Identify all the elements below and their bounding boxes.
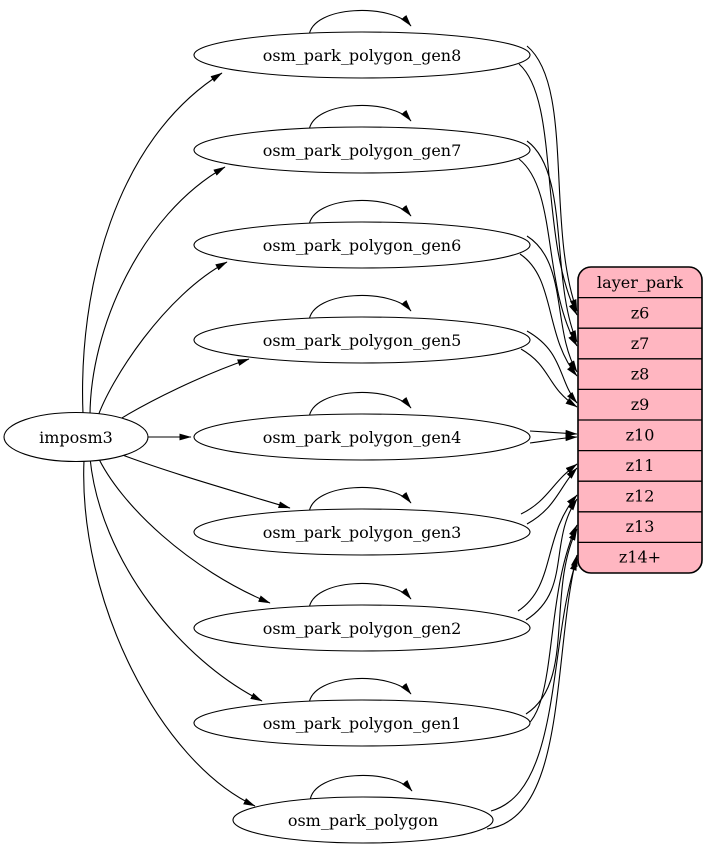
table-label-gen6: osm_park_polygon_gen6 bbox=[263, 236, 462, 255]
layer-park-node: layer_park z6 z7 z8 z9 z10 z11 z12 z13 z… bbox=[577, 266, 703, 574]
imposm3-ellipse bbox=[3, 411, 149, 463]
table-label-gen2: osm_park_polygon_gen2 bbox=[263, 619, 462, 638]
self-loop-gen2 bbox=[308, 583, 412, 610]
edge-gen1-z13-1 bbox=[525, 528, 578, 715]
self-loop-gen5 bbox=[308, 295, 412, 322]
edge-gen3-z11-2 bbox=[520, 463, 578, 515]
table-node-gen1 bbox=[193, 699, 531, 747]
edge-polygon-z14-2 bbox=[486, 554, 578, 830]
edge-gen3-z11-1 bbox=[526, 467, 578, 525]
edge-imposm3-gen5 bbox=[111, 358, 250, 425]
edge-imposm3-gen2 bbox=[96, 454, 271, 604]
edge-gen4-z10-2 bbox=[529, 434, 578, 444]
table-node-polygon bbox=[232, 796, 494, 844]
source-node-imposm3: imposm3 bbox=[3, 411, 149, 463]
edge-gen6-z8-2 bbox=[519, 253, 578, 377]
self-loop-gen8 bbox=[308, 10, 412, 37]
table-node-gen6 bbox=[193, 221, 531, 269]
layer-park-row-z9: z9 bbox=[631, 395, 650, 414]
source-edges bbox=[82, 72, 291, 807]
table-node-gen7 bbox=[193, 126, 531, 174]
edge-imposm3-gen3 bbox=[111, 450, 291, 509]
self-loop-gen6 bbox=[308, 200, 412, 227]
layer-park-header: layer_park bbox=[597, 273, 683, 292]
self-loop-gen3 bbox=[308, 487, 412, 514]
table-node-gen8 bbox=[193, 31, 531, 79]
edge-imposm3-polygon bbox=[83, 459, 256, 807]
edge-gen1-z13-2 bbox=[516, 524, 578, 732]
edge-gen7-z7-1 bbox=[526, 140, 578, 343]
self-loop-gen7 bbox=[308, 105, 412, 132]
edge-imposm3-gen1 bbox=[89, 457, 263, 702]
edge-gen2-z12-1 bbox=[525, 498, 578, 621]
table-node-gen3 bbox=[193, 508, 531, 556]
imposm3-label: imposm3 bbox=[39, 428, 113, 447]
table-label-polygon: osm_park_polygon bbox=[288, 811, 438, 830]
edge-polygon-z14-1 bbox=[490, 558, 578, 812]
edge-gen4-z10-1 bbox=[529, 429, 578, 437]
table-label-gen7: osm_park_polygon_gen7 bbox=[263, 141, 462, 160]
self-loop-gen4 bbox=[308, 392, 412, 419]
layer-park-row-z12: z12 bbox=[626, 487, 655, 506]
edge-gen2-z12-2 bbox=[517, 494, 578, 612]
layer-park-row-z10: z10 bbox=[626, 426, 655, 445]
layer-park-row-z6: z6 bbox=[631, 304, 650, 323]
edge-imposm3-gen7 bbox=[89, 166, 226, 417]
layer-park-row-z11: z11 bbox=[626, 456, 655, 475]
table-node-gen4 bbox=[193, 413, 531, 461]
edge-gen7-z7-2 bbox=[518, 158, 578, 347]
self-loop-polygon bbox=[309, 775, 413, 802]
table-label-gen5: osm_park_polygon_gen5 bbox=[263, 331, 462, 350]
table-label-gen3: osm_park_polygon_gen3 bbox=[263, 523, 462, 542]
layer-park-row-separators bbox=[578, 296, 702, 544]
edge-gen6-z8-1 bbox=[526, 235, 578, 373]
layer-park-row-z8: z8 bbox=[631, 365, 650, 384]
table-label-gen8: osm_park_polygon_gen8 bbox=[263, 46, 462, 65]
table-node-gen5 bbox=[193, 316, 531, 364]
table-nodes: osm_park_polygon_gen8 osm_park_polygon_g… bbox=[193, 31, 531, 844]
self-loops bbox=[308, 10, 413, 802]
edge-imposm3-gen6 bbox=[96, 261, 228, 420]
layer-park-row-z14: z14+ bbox=[619, 548, 661, 567]
edge-imposm3-gen8 bbox=[82, 72, 223, 415]
layer-park-row-z13: z13 bbox=[626, 517, 655, 536]
table-label-gen1: osm_park_polygon_gen1 bbox=[263, 714, 462, 733]
edge-gen8-z6-2 bbox=[518, 63, 578, 316]
edge-gen8-z6-1 bbox=[526, 45, 578, 312]
layer-park-row-z7: z7 bbox=[631, 334, 650, 353]
table-node-gen2 bbox=[193, 604, 531, 652]
edge-gen5-z9-1 bbox=[526, 330, 578, 404]
self-loop-gen1 bbox=[308, 678, 412, 705]
edge-gen5-z9-2 bbox=[520, 348, 578, 408]
table-label-gen4: osm_park_polygon_gen4 bbox=[263, 428, 462, 447]
table-zoom-edges bbox=[486, 45, 578, 830]
